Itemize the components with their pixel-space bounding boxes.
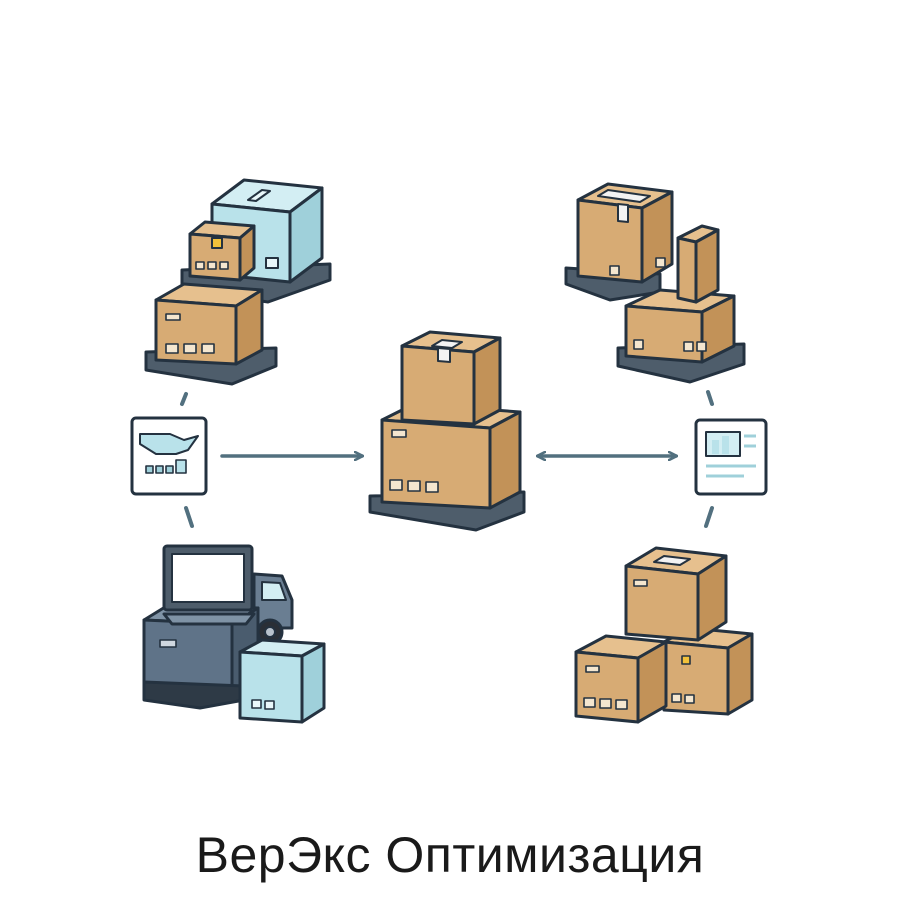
- taped-box: [576, 182, 674, 284]
- diagram-caption: ВерЭкс Оптимизация: [195, 827, 705, 883]
- center-boxes-group: [368, 330, 526, 532]
- top-box: [624, 546, 728, 642]
- large-box: [380, 402, 522, 510]
- front-box: [574, 634, 668, 724]
- bottom-left-machine-group: [142, 544, 326, 724]
- top-left-boxes-group: [144, 178, 332, 386]
- bottom-right-boxes-group: [574, 546, 754, 724]
- shipping-document-icon: [130, 416, 208, 496]
- dash-connector: [180, 392, 188, 406]
- light-blue-box: [238, 638, 326, 724]
- dash-connector: [184, 506, 194, 528]
- box-with-tube: [624, 224, 736, 364]
- truck-icon: [252, 572, 294, 646]
- dash-connector: [704, 506, 714, 528]
- report-document-icon: [694, 418, 768, 496]
- pallet: [142, 680, 246, 710]
- monitor-icon: [162, 544, 256, 626]
- top-right-boxes-group: [564, 182, 746, 384]
- cardboard-box: [154, 282, 264, 366]
- dash-connector: [706, 390, 714, 406]
- upper-box: [400, 330, 502, 426]
- small-box: [188, 220, 256, 282]
- right-back-box: [662, 626, 754, 716]
